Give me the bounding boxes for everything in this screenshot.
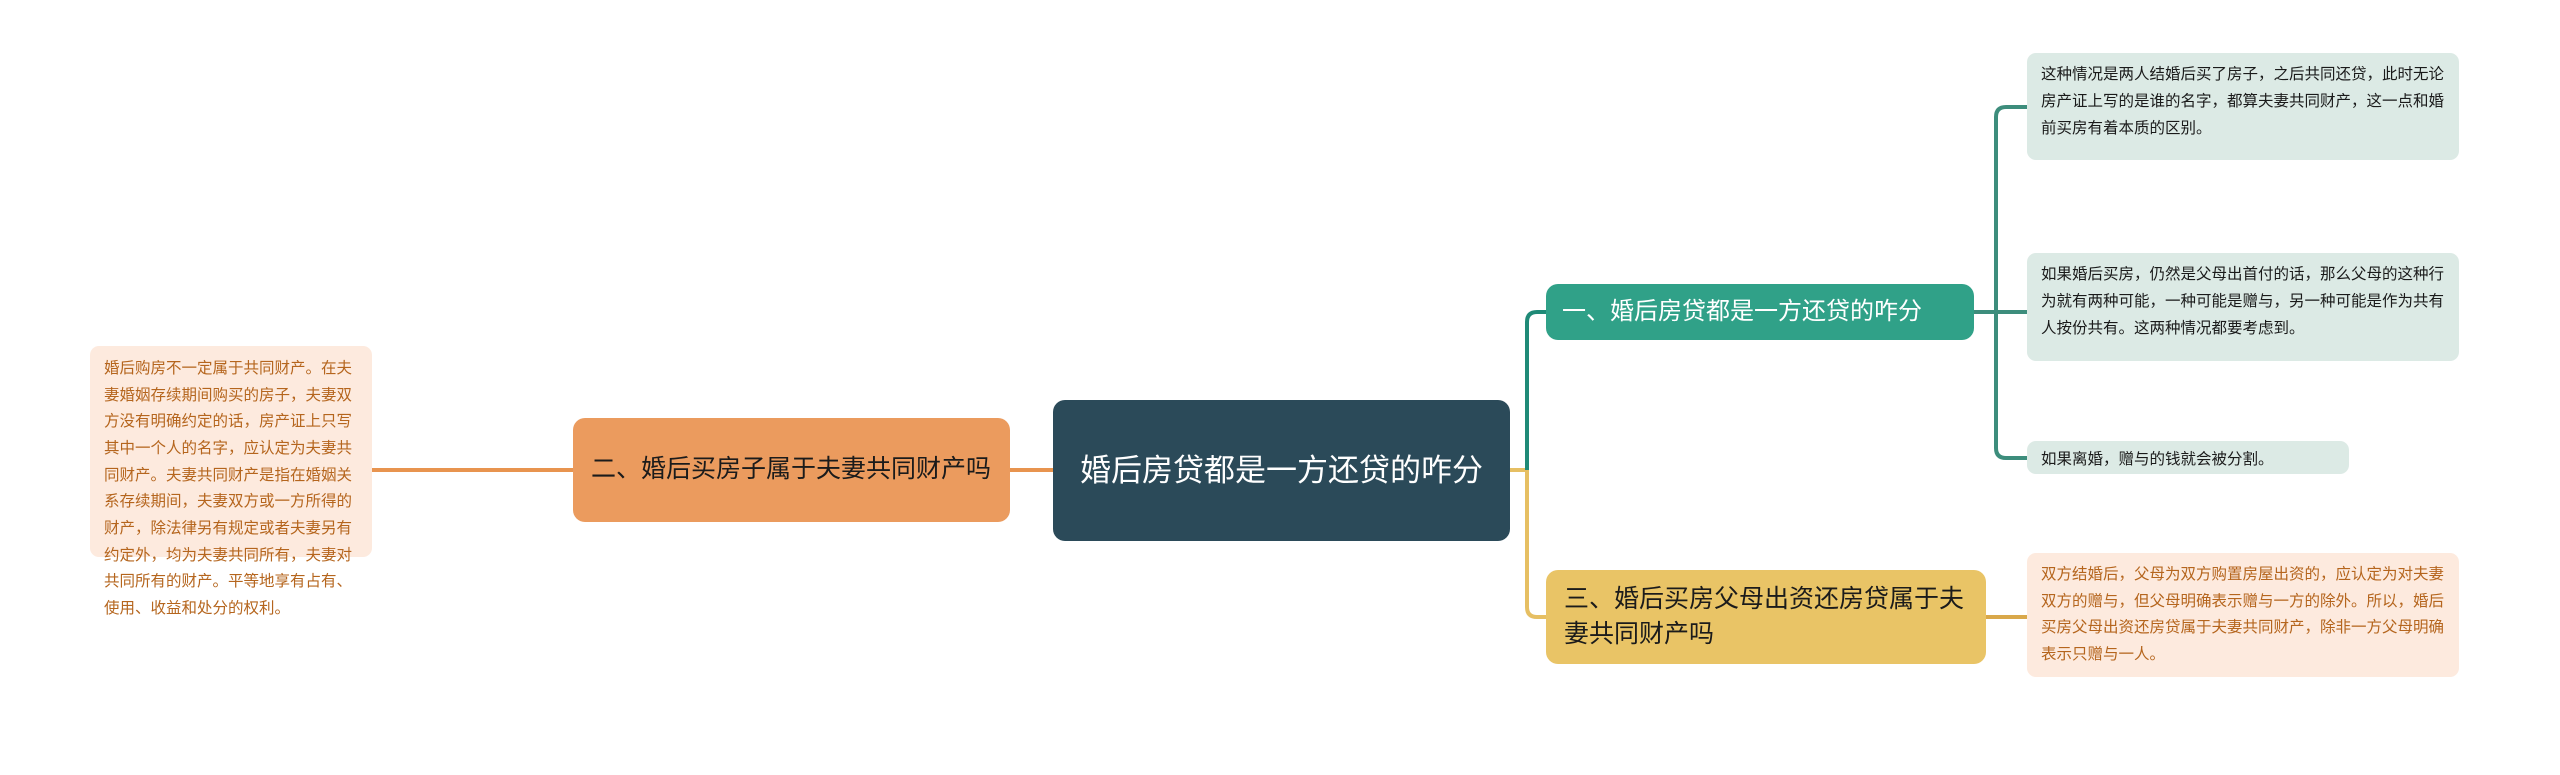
leaf-note-right-4[interactable]: 双方结婚后，父母为双方购置房屋出资的，应认定为对夫妻双方的赠与，但父母明确表示赠… xyxy=(2027,553,2459,677)
connector-branch-teal xyxy=(1525,310,1546,470)
branch-node-一-婚后房贷都是一方还贷的咋分[interactable]: 一、婚后房贷都是一方还贷的咋分 xyxy=(1546,284,1974,340)
leaf-note-right-2[interactable]: 如果婚后买房，仍然是父母出首付的话，那么父母的这种行为就有两种可能，一种可能是赠… xyxy=(2027,253,2459,361)
leaf-note-left-1[interactable]: 婚后购房不一定属于共同财产。在夫妻婚姻存续期间购买的房子，夫妻双方没有明确约定的… xyxy=(90,346,372,617)
leaf-note-right-3[interactable]: 如果离婚，赠与的钱就会被分割。 xyxy=(2027,441,2349,474)
connector-leaf-right-3 xyxy=(1994,312,2027,460)
leaf-note-right-1[interactable]: 这种情况是两人结婚后买了房子，之后共同还贷，此时无论房产证上写的是谁的名字，都算… xyxy=(2027,53,2459,160)
connector-leaf-right-1 xyxy=(1994,105,2027,312)
connector-branch-yellow xyxy=(1525,470,1546,619)
root-node[interactable]: 婚后房贷都是一方还贷的咋分 xyxy=(1053,400,1510,541)
branch-node-三-婚后买房父母出资还房贷属于夫妻共同财产吗[interactable]: 三、婚后买房父母出资还房贷属于夫妻共同财产吗 xyxy=(1546,570,1986,664)
branch-node-二-婚后买房子属于夫妻共同财产吗[interactable]: 二、婚后买房子属于夫妻共同财产吗 xyxy=(573,418,1010,522)
